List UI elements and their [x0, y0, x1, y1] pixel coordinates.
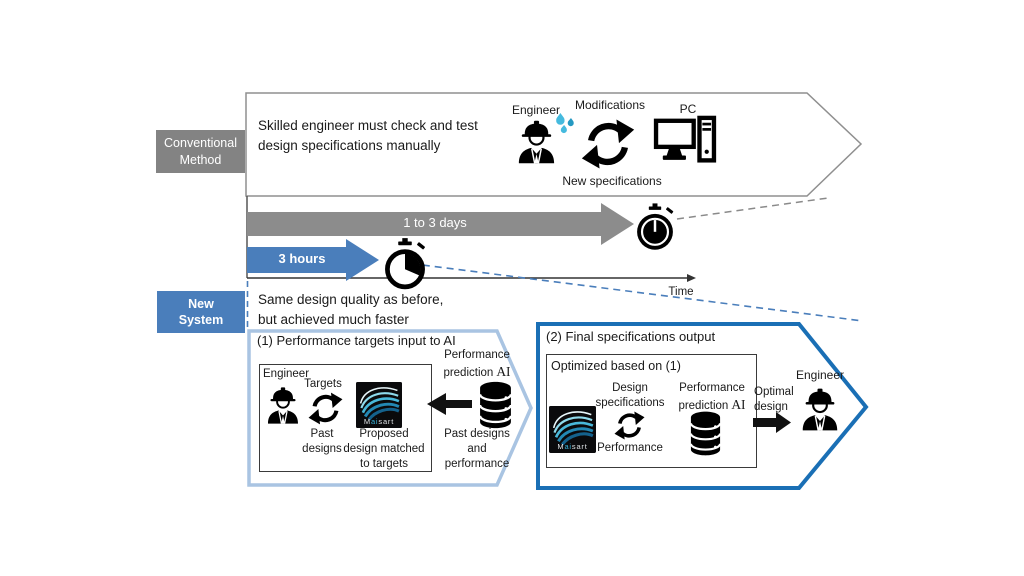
arrow-left-icon [427, 393, 472, 415]
sync-arrows-icon [581, 117, 635, 171]
box2-performance-caption: Performance [597, 442, 663, 454]
database-icon [688, 410, 723, 457]
conventional-method-label: Conventional Method [156, 130, 245, 173]
box2-inner-frame [546, 354, 757, 468]
conventional-description: Skilled engineer must check and test des… [258, 118, 478, 153]
modifications-caption: Modifications [574, 98, 646, 112]
box2-optimal-design-caption: Optimal design [754, 386, 794, 413]
time-axis-arrowhead [687, 274, 696, 282]
maisart-logo: Maisart [356, 382, 402, 428]
new-system-label: New System [157, 291, 245, 333]
database-icon [477, 381, 514, 429]
sync-arrows-icon [614, 410, 645, 441]
short-duration-label: 3 hours [278, 251, 326, 266]
time-axis-label: Time [668, 286, 694, 298]
engineer-caption: Engineer [511, 103, 561, 117]
final-output-shape [536, 322, 869, 490]
new-specifications-caption: New specifications [562, 174, 662, 188]
box1-database-caption: Past designs and performance [444, 428, 510, 470]
pc-icon [653, 115, 717, 171]
box2-optimized-caption: Optimized based on (1) [551, 359, 681, 373]
maisart-wordmark: Maisart [363, 416, 395, 426]
long-duration-arrow [247, 203, 634, 245]
box1-inner-frame [259, 364, 432, 472]
box1-engineer-caption: Engineer [263, 368, 310, 380]
engineer-icon [263, 382, 303, 429]
arrow-right-icon [753, 412, 791, 433]
gray-dashed-connector [676, 197, 829, 220]
maisart-wordmark: Maisart [557, 441, 588, 451]
box1-proposed-caption: Proposed design matched to targets [343, 428, 425, 470]
blue-dashed-connector-diagonal [398, 261, 864, 322]
box1-past-designs-caption: Past designs [302, 428, 342, 455]
box2-engineer-caption: Engineer [795, 368, 845, 382]
box1-targets-caption: Targets [304, 378, 342, 390]
long-duration-label: 1 to 3 days [403, 215, 467, 230]
box2-title: (2) Final specifications output [546, 329, 716, 344]
stopwatch-partial-icon [382, 238, 428, 291]
new-system-benefit: Same design quality as before, but achie… [258, 292, 444, 327]
stopwatch-full-icon [634, 203, 676, 252]
ai-wordmark: AI [731, 396, 746, 412]
sweat-drops-icon [554, 113, 576, 135]
box1-title: (1) Performance targets input to AI [257, 333, 456, 348]
maisart-logo: Maisart [549, 406, 596, 453]
pc-caption: PC [679, 102, 697, 116]
engineer-icon [797, 383, 843, 436]
short-duration-arrow [247, 239, 379, 281]
box2-design-specs-caption: Design specifications [595, 382, 665, 409]
engineer-icon [513, 116, 560, 168]
ai-wordmark: AI [496, 363, 511, 379]
sync-arrows-icon [308, 391, 343, 426]
